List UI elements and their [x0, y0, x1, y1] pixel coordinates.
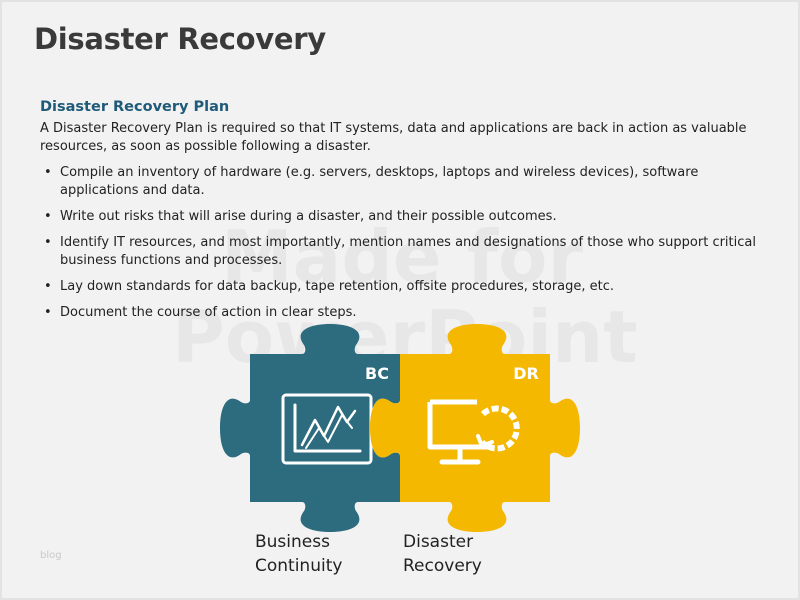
- bullet-item: Identify IT resources, and most importan…: [42, 234, 762, 270]
- disaster-recovery-label: Disaster Recovery: [403, 530, 482, 578]
- puzzle-piece-bc: BC: [220, 324, 400, 532]
- dr-label-line-2: Recovery: [403, 556, 482, 576]
- section-heading: Disaster Recovery Plan: [40, 99, 230, 115]
- intro-paragraph: A Disaster Recovery Plan is required so …: [40, 121, 747, 154]
- bullet-item: Lay down standards for data backup, tape…: [42, 278, 762, 296]
- bullet-item: Document the course of action in clear s…: [42, 304, 762, 322]
- bc-label-line-2: Continuity: [255, 556, 343, 576]
- bullet-list: Compile an inventory of hardware (e.g. s…: [42, 164, 762, 330]
- bullet-item: Write out risks that will arise during a…: [42, 208, 762, 226]
- monitor-refresh-icon: [427, 399, 520, 465]
- bullet-item: Compile an inventory of hardware (e.g. s…: [42, 164, 762, 200]
- business-continuity-label: Business Continuity: [255, 530, 342, 578]
- puzzle-piece-dr: DR: [370, 324, 580, 532]
- footer-blog-text: blog: [40, 550, 62, 561]
- dr-tag: DR: [513, 364, 539, 383]
- bc-tag: BC: [365, 364, 389, 383]
- bc-label-line-1: Business: [255, 532, 330, 552]
- slide-title: Disaster Recovery: [34, 22, 326, 56]
- dr-label-line-1: Disaster: [403, 532, 474, 552]
- puzzle-piece-dr-shape: [370, 324, 580, 532]
